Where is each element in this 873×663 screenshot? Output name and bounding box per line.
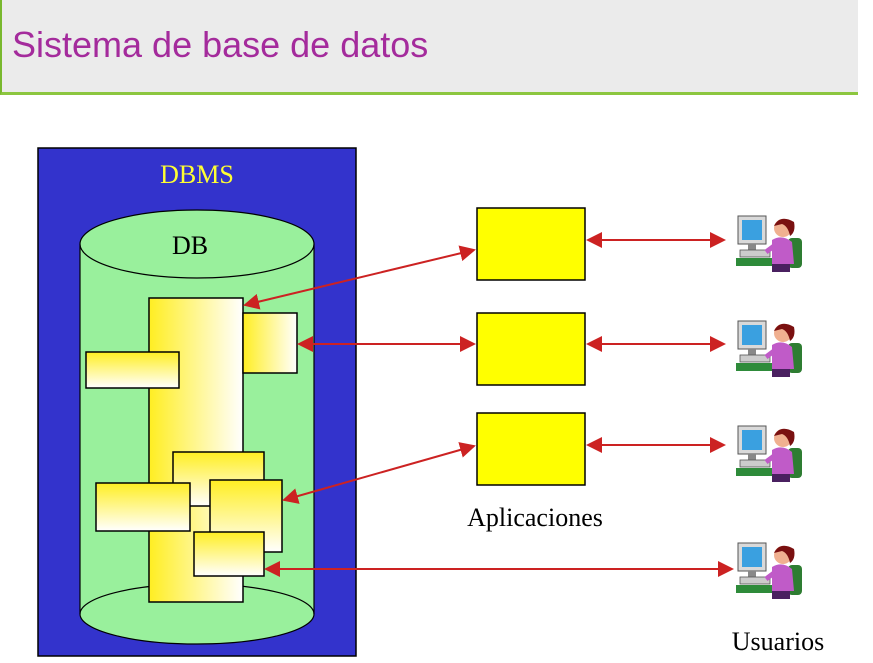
user-icon-3	[736, 426, 802, 482]
users-label: Usuarios	[732, 627, 824, 656]
page-title: Sistema de base de datos	[12, 24, 429, 65]
title-bar: Sistema de base de datos	[0, 0, 858, 95]
applications-label: Aplicaciones	[467, 503, 603, 532]
db-data-blocks	[85, 297, 298, 603]
application-box-3	[476, 412, 586, 486]
user-icon-4	[736, 543, 802, 599]
db-label: DB	[172, 231, 208, 260]
connector-db-app3	[282, 442, 476, 504]
connector-db-app1	[243, 245, 476, 310]
user-icon-1	[736, 216, 802, 272]
application-box-2	[476, 312, 586, 386]
dbms-label: DBMS	[160, 160, 234, 189]
user-icon-2	[736, 321, 802, 377]
connectors	[243, 232, 734, 577]
application-box-1	[476, 207, 586, 281]
